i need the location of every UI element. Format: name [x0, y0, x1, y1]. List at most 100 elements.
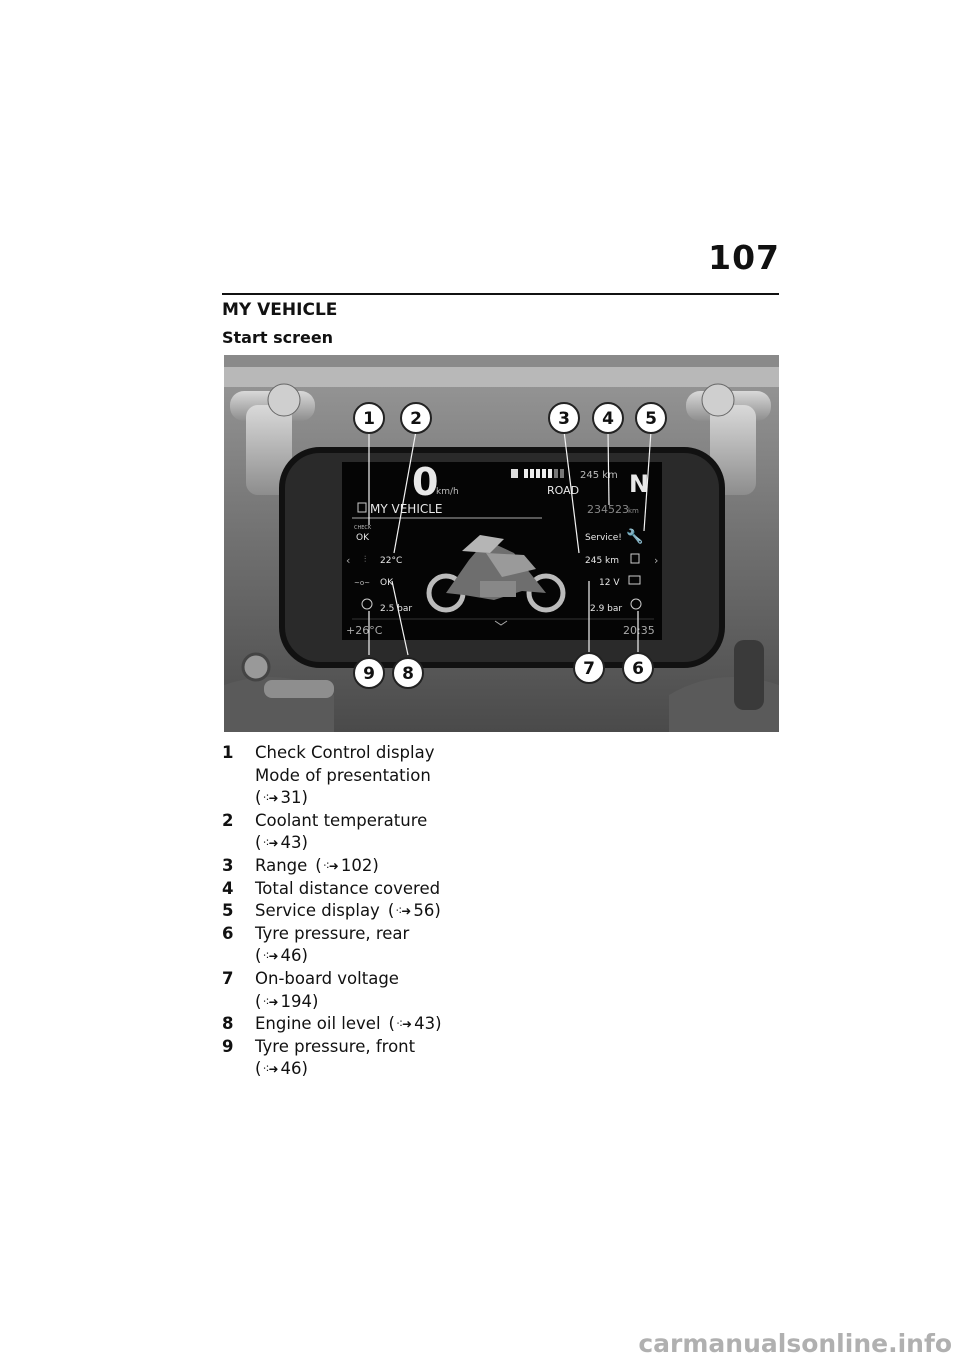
tyre-front: 2.5 bar	[380, 604, 412, 614]
service-text: Service!	[585, 533, 622, 543]
scroll-left-icon: ‹	[346, 554, 350, 567]
page-reference-link[interactable]: (⁖➜46)	[255, 1059, 308, 1078]
coolant-temp: 22°C	[380, 556, 402, 566]
gear-indicator: N	[629, 470, 649, 498]
riding-mode: ROAD	[547, 484, 579, 497]
legend-number: 4	[222, 878, 234, 898]
svg-text:7: 7	[583, 659, 595, 679]
coolant-icon: ⫶	[364, 554, 366, 565]
callout-4	[592, 402, 624, 434]
callout-8	[392, 657, 424, 689]
menu-icon	[357, 502, 367, 513]
check-label: CHECK	[354, 525, 372, 531]
legend-item: 7 On-board voltage (⁖➜194)	[222, 968, 522, 1013]
oil-level: OK	[380, 578, 394, 588]
section-title: MY VEHICLE	[222, 300, 338, 320]
clock: 20:35	[623, 624, 655, 637]
ambient-temp: +26°C	[346, 624, 383, 637]
reference-arrow-icon: ⁖➜	[262, 791, 278, 806]
legend-number: 7	[222, 968, 234, 988]
subsection-title: Start screen	[222, 328, 334, 347]
page-reference-link[interactable]: (⁖➜102)	[315, 856, 378, 875]
reference-page: 43	[414, 1014, 436, 1034]
legend-number: 5	[222, 901, 234, 921]
legend-item: 8 Engine oil level (⁖➜43)	[222, 1013, 522, 1036]
wrench-icon: 🔧	[626, 527, 643, 545]
fuel-bars	[524, 469, 564, 478]
tyre-rear-icon	[630, 598, 642, 610]
page-reference-link[interactable]: (⁖➜56)	[388, 901, 441, 920]
legend-item: 9 Tyre pressure, front (⁖➜46)	[222, 1036, 522, 1081]
check-value: OK	[356, 533, 370, 543]
tyre-rear: 2.9 bar	[590, 604, 622, 614]
legend-number: 3	[222, 855, 234, 875]
legend-item: 5 Service display (⁖➜56)	[222, 900, 522, 923]
legend-text: Mode of presentation	[255, 765, 431, 785]
svg-text:4: 4	[602, 409, 614, 429]
legend-text: Service display	[255, 901, 380, 921]
svg-text:6: 6	[632, 659, 644, 679]
legend-number: 1	[222, 743, 234, 762]
callout-2	[400, 402, 432, 434]
fuel-pump-icon	[511, 469, 518, 478]
callout-5	[635, 402, 667, 434]
reference-arrow-icon: ⁖➜	[262, 836, 278, 851]
callout-9	[353, 657, 385, 689]
scroll-right-icon: ›	[654, 554, 658, 567]
svg-text:1: 1	[363, 409, 375, 429]
legend-text: Coolant temperature	[255, 810, 428, 830]
speed: 0	[412, 460, 438, 504]
svg-text:9: 9	[363, 664, 375, 684]
page-reference-link[interactable]: (⁖➜194)	[255, 992, 318, 1011]
instrument-cluster-figure: 0 km/h 245 km ROAD N MY VEHICLE 234523 k…	[224, 355, 779, 732]
legend-number: 8	[222, 1014, 234, 1034]
legend-text: On-board voltage	[255, 968, 399, 988]
page-number: 107	[708, 238, 780, 277]
page-reference-link[interactable]: (⁖➜43)	[255, 833, 308, 852]
reference-arrow-icon: ⁖➜	[262, 949, 278, 964]
scroll-down-icon	[494, 620, 508, 626]
watermark: carmanualsonline.info	[638, 1329, 952, 1358]
reference-page: 43	[280, 833, 302, 853]
tyre-front-icon	[361, 598, 373, 610]
legend-text: Tyre pressure, front	[255, 1036, 416, 1056]
odometer: 234523	[587, 503, 629, 516]
battery-icon	[628, 575, 641, 585]
legend-text: Engine oil level	[255, 1014, 381, 1034]
legend-text: Tyre pressure, rear	[255, 923, 410, 943]
reference-page: 102	[340, 855, 373, 875]
legend-text: Range	[255, 855, 308, 875]
voltage: 12 V	[599, 578, 620, 588]
callout-1	[353, 402, 385, 434]
reference-arrow-icon: ⁖➜	[395, 1017, 412, 1032]
page-reference-link[interactable]: (⁖➜46)	[255, 946, 308, 965]
reference-page: 56	[413, 901, 435, 921]
header-rule	[222, 293, 779, 295]
motorcycle-image	[426, 535, 566, 613]
legend-text: Check Control display	[255, 743, 435, 762]
reference-arrow-icon: ⁖➜	[322, 858, 339, 873]
reference-page: 194	[280, 991, 313, 1011]
range: 245 km	[585, 556, 619, 566]
reference-arrow-icon: ⁖➜	[395, 904, 411, 919]
page-reference-link[interactable]: (⁖➜43)	[389, 1014, 442, 1033]
speed-unit: km/h	[436, 487, 459, 497]
svg-text:5: 5	[645, 409, 657, 429]
callout-6	[622, 652, 654, 684]
reference-page: 46	[280, 1059, 302, 1079]
fuel-icon	[630, 553, 640, 564]
odometer-unit: km	[628, 507, 639, 515]
callout-3	[548, 402, 580, 434]
range-top: 245 km	[580, 470, 618, 481]
svg-text:3: 3	[558, 409, 570, 429]
menu-title: MY VEHICLE	[370, 502, 443, 516]
reference-arrow-icon: ⁖➜	[262, 994, 278, 1009]
page-reference-link[interactable]: (⁖➜31)	[255, 788, 308, 807]
legend-number: 9	[222, 1036, 234, 1056]
oil-icon: ~o~	[354, 579, 370, 587]
